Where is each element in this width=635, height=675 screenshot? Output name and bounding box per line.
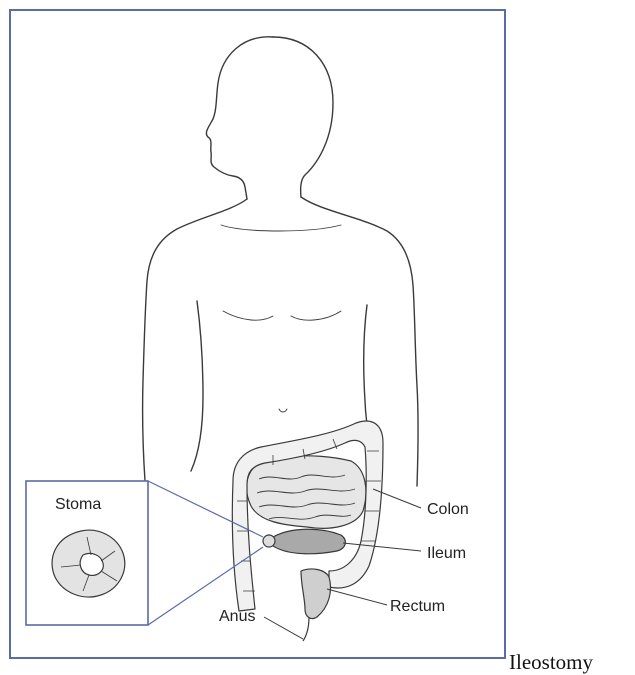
ileum-leader <box>343 543 421 551</box>
body-outline <box>143 37 419 486</box>
colon-label: Colon <box>427 501 469 518</box>
anus-leader <box>264 617 303 639</box>
navel <box>279 409 287 412</box>
chest-line <box>223 311 341 320</box>
stoma-close-up-inner <box>80 553 103 575</box>
head-profile <box>206 37 273 199</box>
stoma-label: Stoma <box>55 496 101 513</box>
anus-label: Anus <box>219 608 255 625</box>
illustration-frame: Stoma Colon Ileum Rectum Anus <box>9 9 506 659</box>
anus-point <box>303 617 309 641</box>
ileum-segment <box>270 529 345 554</box>
ileum-label: Ileum <box>427 545 466 562</box>
stoma-close-up <box>52 530 125 597</box>
stoma-site <box>263 535 275 547</box>
anatomy-illustration: Stoma Colon Ileum Rectum Anus <box>11 11 508 661</box>
rectum-label: Rectum <box>390 598 445 615</box>
figure-caption: Ileostomy <box>509 651 593 673</box>
small-intestine <box>247 456 366 529</box>
rectum <box>301 569 331 619</box>
clavicle-line <box>221 225 341 231</box>
left-arm-outer <box>143 199 247 481</box>
left-arm-inner <box>191 301 203 471</box>
head-back <box>273 37 333 197</box>
rectum-leader <box>327 589 387 605</box>
